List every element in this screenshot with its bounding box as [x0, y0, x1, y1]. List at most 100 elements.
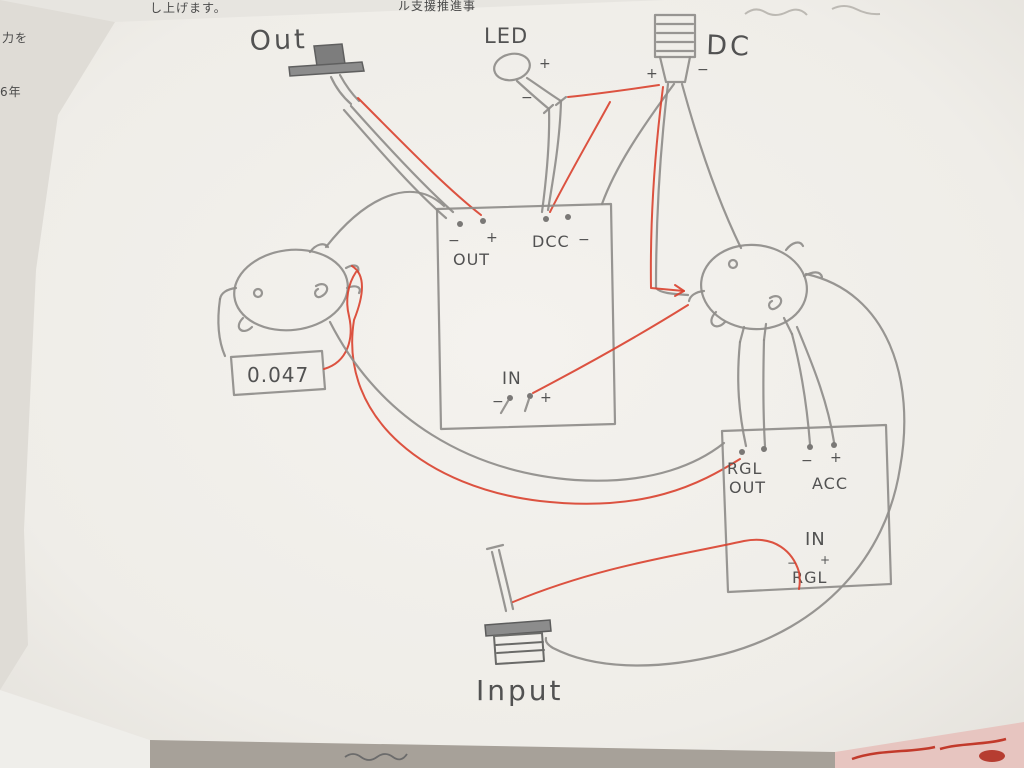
capacitor: 0.047 — [229, 349, 327, 397]
terminal-tails — [499, 397, 531, 415]
led-minus-sign: − — [521, 90, 533, 106]
input-jack-icon: Input — [476, 543, 564, 707]
regulator-outline — [720, 423, 893, 594]
reg-rgl-minus: − — [787, 556, 797, 570]
wire-pencil-pot-to-regulator — [762, 338, 767, 448]
led-plus-sign: + — [539, 56, 551, 72]
terminal-dot — [543, 216, 549, 222]
wire-pencil-led-to-board — [540, 107, 551, 214]
jack-flange — [484, 619, 552, 637]
reg-rgl-bottom-label: RGL — [792, 568, 827, 587]
wire-pencil-pot-to-regulator — [795, 325, 836, 444]
pot-tab — [710, 310, 727, 328]
board-in-plus: + — [540, 390, 552, 406]
wire-pencil-dc-to-board — [600, 82, 676, 206]
wire-red-led-to-dc — [567, 84, 660, 98]
capacitor-outline — [229, 349, 327, 397]
pot-body — [233, 248, 349, 332]
jack-tip — [313, 43, 346, 67]
wire-red-jack-to-board-out — [357, 97, 482, 216]
led-lead — [515, 79, 551, 111]
desk-handwriting — [344, 753, 408, 761]
terminal-dot — [457, 221, 463, 227]
input-label: Input — [476, 674, 564, 707]
pot-body — [700, 243, 808, 331]
wire-pencil-dc-to-right-pot-top — [680, 82, 743, 250]
right-potentiometer — [687, 241, 824, 344]
jack-stem — [497, 548, 515, 611]
led-icon: LED + − — [484, 24, 568, 115]
wire-red-to-board-dcc — [549, 101, 611, 213]
terminal-dot — [507, 395, 513, 401]
dc-plug-stripes — [655, 22, 695, 53]
jack-flange — [288, 61, 365, 77]
wire-red-pot-to-regulator — [351, 265, 741, 505]
pink-paper — [835, 722, 1024, 768]
board-dcc-label: DCC — [532, 232, 570, 251]
pink-paper-scribble — [939, 737, 1007, 751]
pink-paper-stamp — [979, 750, 1005, 762]
dc-minus-sign: − — [697, 62, 709, 78]
pot-bottom-lugs — [738, 316, 794, 344]
pot-lug — [218, 286, 238, 301]
pot-squiggle — [313, 283, 329, 299]
terminal-dot — [831, 442, 837, 448]
dc-plug-body — [653, 13, 697, 59]
wire-pencil-jack-to-board — [342, 108, 448, 220]
faint-handwriting — [831, 5, 881, 16]
wire-pencil-pot-to-regulator — [790, 332, 812, 446]
reg-rgl-label: RGL — [727, 459, 762, 478]
reg-in-label: IN — [805, 529, 826, 550]
jack-stem — [338, 73, 361, 103]
wire-pencil-pot-to-cap — [217, 297, 227, 358]
terminal-dot — [480, 218, 486, 224]
led-label: LED — [484, 24, 528, 48]
reg-acc-label: ACC — [812, 474, 848, 493]
cap-value-label: 0.047 — [247, 363, 309, 387]
board-out-minus: − — [448, 233, 460, 249]
wire-pencil-jack-to-board — [349, 104, 455, 214]
dc-plus-sign: + — [646, 66, 658, 82]
pot-shaft — [727, 258, 739, 270]
wire-red-board-in-to-pot — [532, 304, 689, 394]
reg-acc-minus: − — [801, 453, 813, 469]
board-out-plus: + — [486, 230, 498, 246]
dc-label: DC — [706, 30, 753, 63]
pink-paper-scribble — [851, 745, 936, 761]
printed-text-fragment: 6年 — [0, 85, 22, 99]
wire-pencil-pot-to-regulator — [328, 320, 726, 482]
wire-pencil-wiper-to-board — [324, 190, 446, 249]
printed-paper-top — [0, 0, 665, 22]
reg-rgl-plus: + — [820, 553, 830, 567]
pot-lug — [687, 289, 706, 303]
red-arrowhead — [674, 284, 685, 297]
printed-text-fragment: し上げます。 — [150, 1, 227, 15]
wire-pencil-led-to-board — [546, 99, 563, 212]
board-in-label: IN — [502, 369, 522, 389]
faint-handwriting — [744, 8, 808, 16]
out-label: Out — [249, 24, 308, 57]
output-jack-icon: Out — [249, 24, 365, 106]
terminal-dot — [565, 214, 571, 220]
wire-red-input-to-regulator — [512, 538, 801, 603]
led-body — [493, 52, 531, 82]
pot-squiggle — [767, 295, 783, 311]
paper-left-edge — [0, 0, 115, 690]
wire-red-cap-to-pot — [323, 271, 357, 370]
board-in-minus: − — [492, 394, 504, 410]
pot-lug — [784, 241, 805, 252]
dc-plug-icon: DC + − — [646, 13, 753, 84]
terminal-dot — [807, 444, 813, 450]
pot-shaft — [252, 287, 264, 299]
jack-stem — [329, 75, 353, 106]
wire-red-dc-down — [649, 86, 685, 297]
jack-tick — [485, 543, 505, 551]
wire-pencil-pot-to-regulator — [737, 340, 748, 448]
desk-strip — [150, 740, 835, 768]
main-board-outline — [435, 202, 617, 431]
jack-sleeve-stripes — [495, 641, 545, 654]
